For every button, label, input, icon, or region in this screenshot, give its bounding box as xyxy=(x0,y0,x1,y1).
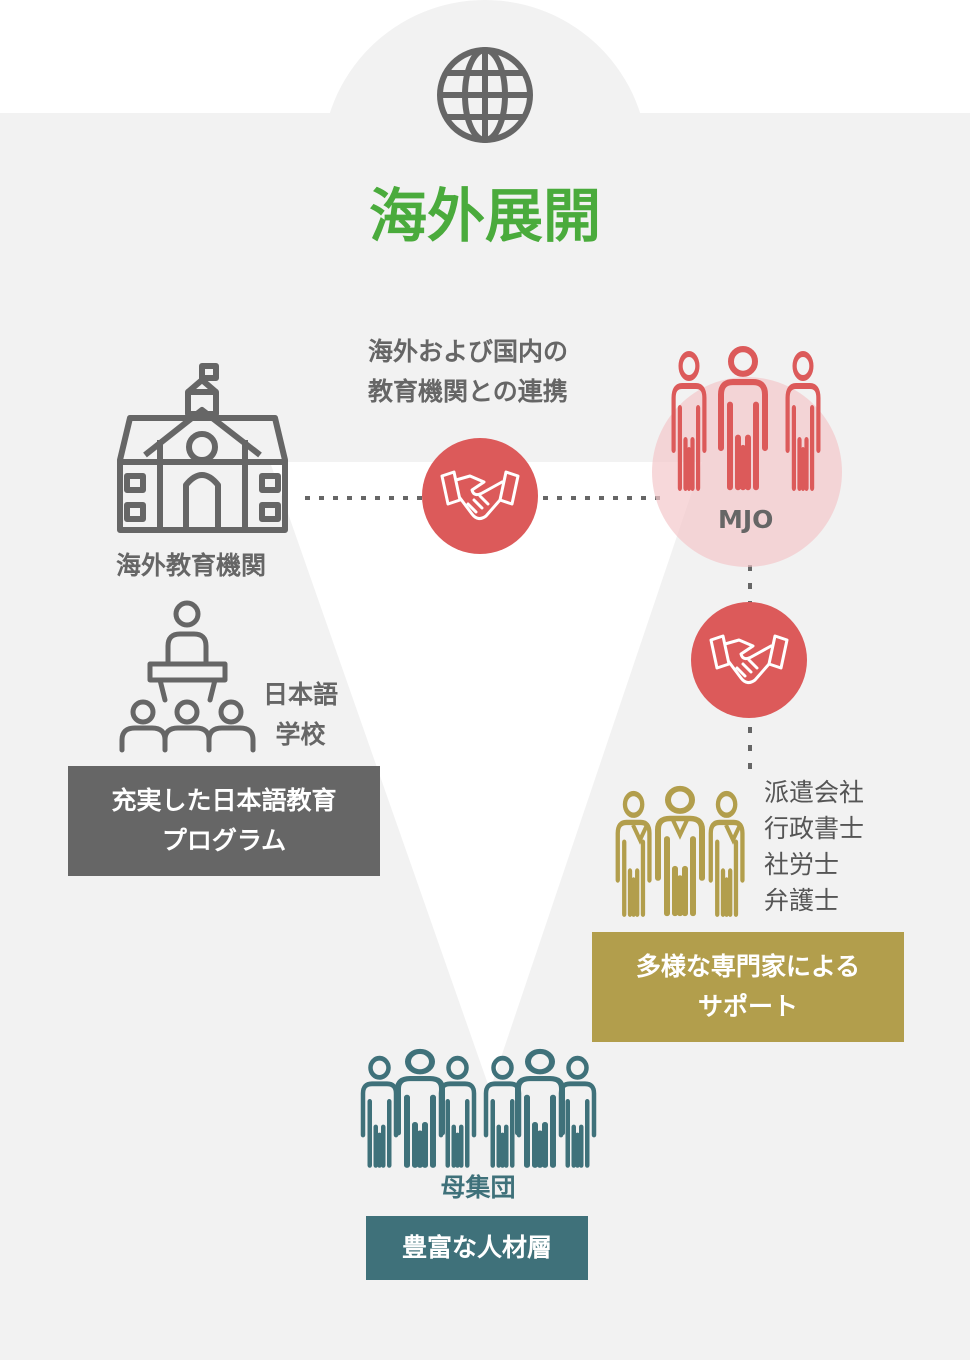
teacher-audience-icon xyxy=(119,600,256,753)
expert-type: 弁護士 xyxy=(764,886,840,915)
language-school-label-line: 日本語 xyxy=(263,680,339,709)
language-program-box: 充実した日本語教育 プログラム xyxy=(68,766,380,876)
talent-pool-box: 豊富な人材層 xyxy=(366,1216,588,1280)
language-program-line: プログラム xyxy=(161,826,287,855)
talent-pool-text: 豊富な人材層 xyxy=(401,1233,552,1262)
globe-icon xyxy=(437,47,533,143)
handshake-icon xyxy=(422,438,807,718)
expert-support-box: 多様な専門家による サポート xyxy=(592,932,904,1042)
school-building-icon xyxy=(117,363,288,533)
expert-type: 派遣会社 xyxy=(764,778,865,807)
link-caption-line: 教育機関との連携 xyxy=(368,377,568,406)
language-school-label: 日本語 学校 xyxy=(263,675,338,755)
experts-people-icon xyxy=(618,789,743,914)
mjo-label: MJO xyxy=(718,505,774,534)
expert-type: 社労士 xyxy=(764,850,840,879)
page-title: 海外展開 xyxy=(368,182,601,250)
population-label: 母集団 xyxy=(440,1173,516,1202)
overseas-institution-label: 海外教育機関 xyxy=(116,551,267,580)
expert-type: 行政書士 xyxy=(764,814,865,843)
expert-support-line: 多様な専門家による xyxy=(635,952,861,981)
expert-support-line: サポート xyxy=(697,992,798,1021)
experts-label: 派遣会社 行政書士 社労士 弁護士 xyxy=(764,775,864,919)
link-caption-line: 海外および国内の xyxy=(368,337,569,366)
link-caption: 海外および国内の 教育機関との連携 xyxy=(368,332,568,412)
language-program-line: 充実した日本語教育 xyxy=(111,786,337,815)
language-school-label-line: 学校 xyxy=(275,720,326,749)
